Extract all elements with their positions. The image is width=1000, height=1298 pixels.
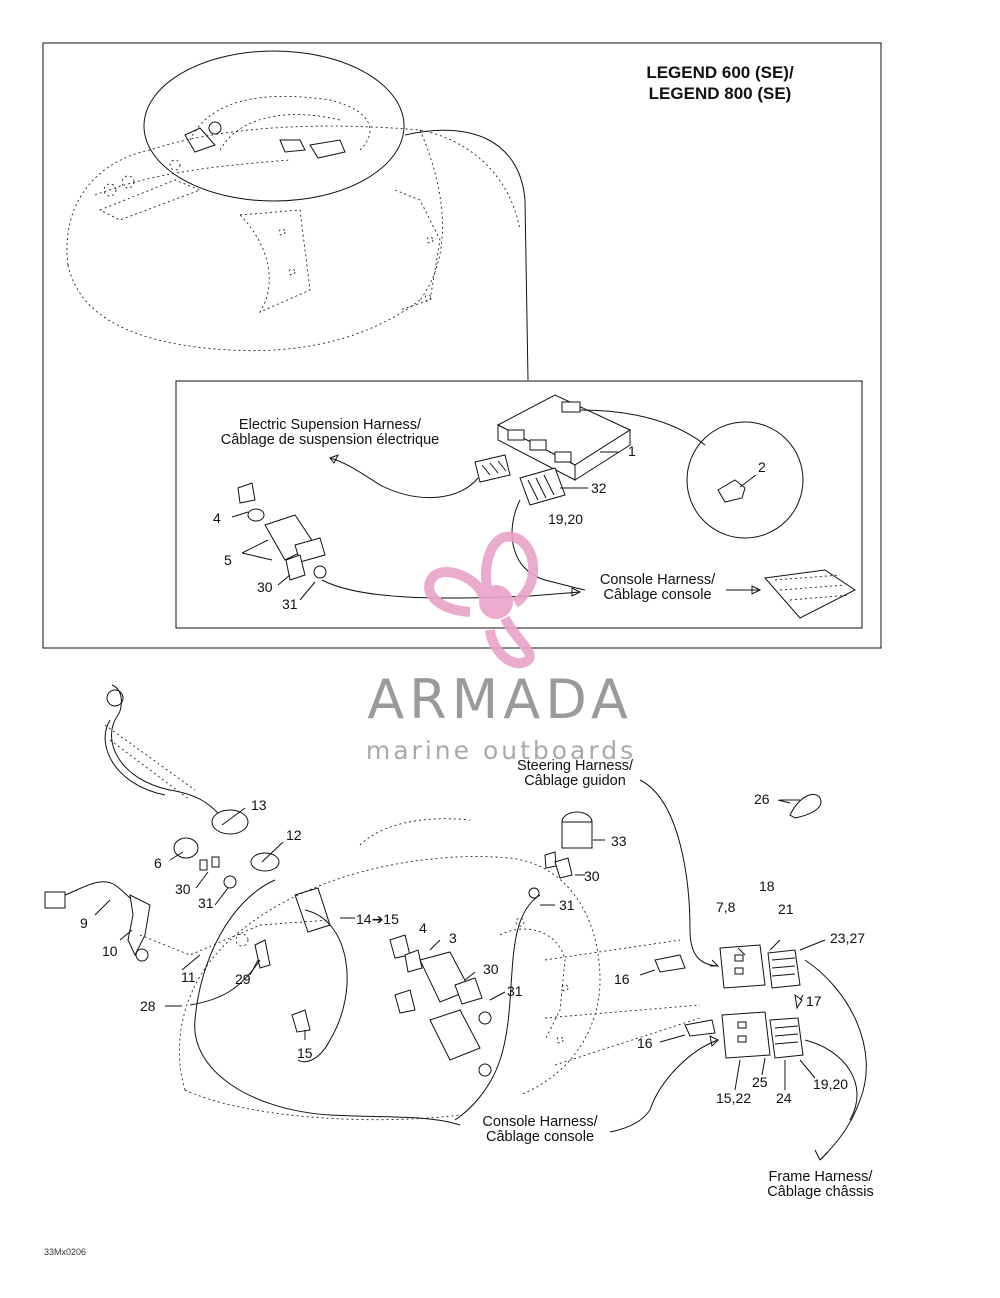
part-number: 12 <box>286 827 302 843</box>
legend-title: LEGEND 600 (SE)/ LEGEND 800 (SE) <box>610 62 830 105</box>
part-number: 11 <box>181 969 196 985</box>
part-number: 33 <box>611 833 627 849</box>
document-id: 33Mx0206 <box>44 1247 87 1257</box>
console-connector-upper <box>764 569 856 619</box>
part-number: 9 <box>80 915 88 931</box>
part-number: 28 <box>140 998 156 1014</box>
hood-drawing-lower <box>179 818 601 1121</box>
part-number: 31 <box>282 596 298 612</box>
part-number: 32 <box>591 480 607 496</box>
part-number: 31 <box>198 895 214 911</box>
part-number: 14➔15 <box>356 911 399 927</box>
callout-line: Câblage de suspension électrique <box>220 432 440 449</box>
part-number: 19,20 <box>548 511 584 527</box>
part-number: 6 <box>154 855 162 871</box>
part-number: 18 <box>759 878 775 894</box>
inner-detail-box <box>175 380 863 629</box>
callout-electric-suspension: Electric Supension Harness/ Câblage de s… <box>190 417 470 449</box>
part-number: 15 <box>297 1045 313 1061</box>
part-number: 30 <box>175 881 191 897</box>
part-number: 26 <box>754 791 770 807</box>
leader-line <box>404 129 529 381</box>
callout-line: Electric Supension Harness/ <box>238 417 422 433</box>
module-1 <box>496 394 632 481</box>
part-number: 16 <box>614 971 630 987</box>
part-number: 7,8 <box>716 899 736 915</box>
part-number: 4 <box>419 920 427 936</box>
part-number: 17 <box>806 993 822 1009</box>
callout-frame-harness: Frame Harness/ Câblage châssis <box>748 1169 893 1201</box>
connector-harness-left <box>474 454 511 483</box>
part-number: 3 <box>449 930 457 946</box>
part-number: 13 <box>251 797 267 813</box>
callout-console-harness-upper: Console Harness/ Câblage console <box>585 572 730 604</box>
callout-line: Console Harness/ <box>599 572 716 588</box>
tether-cord <box>104 684 249 835</box>
connector-block-upper <box>654 944 803 1010</box>
part-number: 1 <box>628 443 636 459</box>
plug-9 <box>44 881 151 962</box>
part-number: 23,27 <box>830 930 866 946</box>
part-number: 31 <box>507 983 523 999</box>
part-number: 24 <box>776 1090 792 1106</box>
upper-frame <box>42 42 882 649</box>
part-number: 30 <box>584 868 600 884</box>
legend-title-line-1: LEGEND 600 (SE)/ <box>646 63 794 82</box>
hood-drawing <box>66 50 521 352</box>
part-number: 25 <box>752 1074 768 1090</box>
switch-cluster-lower <box>389 934 492 1077</box>
part-number: 4 <box>213 510 221 526</box>
switch-assembly-upper <box>237 482 327 581</box>
part-number: 29 <box>235 971 251 987</box>
callout-line: Câblage châssis <box>767 1184 874 1201</box>
watermark-subtitle: marine outboards <box>365 736 637 765</box>
callout-steering-harness: Steering Harness/ Câblage guidon <box>500 758 650 790</box>
harness-line <box>329 457 479 499</box>
connector-32 <box>519 467 566 506</box>
callout-line: Câblage guidon <box>524 773 626 790</box>
part-number: 30 <box>483 961 499 977</box>
part-number: 16 <box>637 1035 653 1051</box>
callout-line: Câblage console <box>603 587 712 604</box>
cable-tie-26 <box>780 793 822 819</box>
callout-line: Câblage console <box>485 1129 595 1146</box>
part-number: 31 <box>559 897 575 913</box>
part-number: 21 <box>778 901 794 917</box>
watermark-name: ARMADA <box>367 668 633 731</box>
connector-block-lower <box>684 1011 804 1059</box>
part-number: 5 <box>224 552 232 568</box>
legend-title-line-2: LEGEND 800 (SE) <box>648 84 792 104</box>
lamp-33 <box>528 811 593 899</box>
callout-line: Steering Harness/ <box>516 758 634 774</box>
detail-circle-2 <box>686 421 804 539</box>
callout-line: Console Harness/ <box>482 1114 598 1130</box>
callout-console-harness-lower: Console Harness/ Câblage console <box>465 1114 615 1146</box>
part-number: 10 <box>102 943 118 959</box>
watermark-logo <box>424 531 539 669</box>
part-number: 15,22 <box>716 1090 752 1106</box>
part-number: 30 <box>257 579 273 595</box>
part-2-clip <box>717 479 746 503</box>
part-number: 2 <box>758 459 766 475</box>
callout-line: Frame Harness/ <box>768 1169 873 1185</box>
part-number: 19,20 <box>813 1076 849 1092</box>
